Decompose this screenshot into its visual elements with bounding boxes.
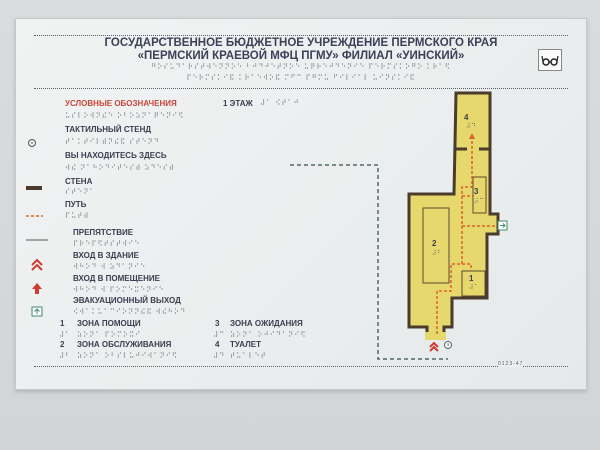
zone-3-braille: ⠵⠕⠝⠁ ⠕⠚⠊⠙⠁⠝⠊⠫ — [230, 332, 307, 339]
zone-1-num: 1 — [60, 319, 65, 328]
building-entrance-icon — [429, 341, 439, 352]
floor-braille: ⠼⠁ ⠪⠞⠁⠚ — [260, 100, 300, 107]
legend-label-path: ПУТЬ — [65, 200, 87, 209]
room-1-braille: ⠼⠁ — [469, 285, 480, 291]
building-entrance-icon — [31, 258, 43, 271]
divider — [34, 88, 568, 89]
room-4-number: 4 — [464, 113, 469, 122]
legend-braille: ⠏⠥⠞⠾ — [65, 213, 90, 220]
footer-code: 0123-47 — [498, 361, 524, 367]
zone-2-label: ЗОНА ОБСЛУЖИВАНИЯ — [77, 340, 172, 349]
zone-4-braille-num: ⠼⠙ — [213, 353, 226, 360]
room-2-number: 2 — [432, 239, 437, 248]
floor-label: 1 ЭТАЖ — [223, 99, 253, 108]
floor-plan — [407, 91, 508, 352]
legend-braille: ⠎⠞⠑⠝⠁ — [65, 189, 96, 196]
room-4-braille: ⠼⠙ — [466, 124, 477, 130]
room-entrance-icon — [32, 283, 42, 294]
legend-label-wall: СТЕНА — [65, 177, 93, 186]
zone-4-num: 4 — [215, 340, 220, 349]
zone-1-label: ЗОНА ПОМОЩИ — [77, 319, 141, 328]
zone-3-num: 3 — [215, 319, 220, 328]
zone-3-braille-num: ⠼⠉ — [213, 332, 226, 339]
legend-label-emergency-exit: ЭВАКУАЦИОННЫЙ ВЫХОД — [73, 296, 181, 305]
zone-4-braille: ⠞⠥⠁⠇⠑⠞ — [230, 353, 267, 360]
legend-braille: ⠞⠁⠅⠞⠊⠇⠾⠝⠮⠯ ⠎⠞⠑⠝⠙ — [65, 139, 160, 146]
emergency-exit-icon — [31, 306, 43, 317]
legend-braille: ⠺⠮ ⠝⠁⠓⠕⠙⠊⠞⠑⠎⠾ ⠵⠙⠑⠎⠾ — [65, 165, 176, 172]
zone-4-label: ТУАЛЕТ — [230, 340, 261, 349]
zone-1-braille-num: ⠼⠁ — [59, 332, 72, 339]
you-are-here-line — [290, 164, 448, 360]
building-outline — [407, 91, 500, 338]
legend-title: УСЛОВНЫЕ ОБОЗНАЧЕНИЯ — [65, 99, 177, 108]
tactile-floor-plan-sign: ГОСУДАРСТВЕННОЕ БЮДЖЕТНОЕ УЧРЕЖДЕНИЕ ПЕР… — [15, 18, 587, 390]
legend-label-obstacle: ПРЕПЯТСТВИЕ — [73, 228, 134, 237]
tactile-stand-icon — [28, 139, 36, 147]
glasses-icon — [538, 49, 562, 71]
route-path — [436, 141, 496, 334]
divider — [34, 35, 568, 36]
zone-3-label: ЗОНА ОЖИДАНИЯ — [230, 319, 303, 328]
legend-braille: ⠪⠺⠁⠅⠥⠁⠉⠊⠕⠝⠝⠮⠯ ⠺⠮⠓⠕⠙ — [73, 309, 187, 316]
room-3-number: 3 — [474, 187, 479, 196]
legend-label-room-entrance: ВХОД В ПОМЕЩЕНИЕ — [73, 274, 160, 283]
legend-label-tactile-stand: ТАКТИЛЬНЫЙ СТЕНД — [65, 125, 152, 134]
wall-icon — [26, 186, 42, 190]
legend-label-you-are-here: ВЫ НАХОДИТЕСЬ ЗДЕСЬ — [65, 151, 167, 160]
tactile-stand-icon — [444, 341, 452, 349]
room-3-braille: ⠼⠉ — [474, 199, 485, 205]
header-line-1: ГОСУДАРСТВЕННОЕ БЮДЖЕТНОЕ УЧРЕЖДЕНИЕ ПЕР… — [104, 37, 498, 49]
route-arrow-icon — [469, 133, 475, 139]
legend-braille: ⠏⠗⠑⠏⠫⠞⠎⠞⠺⠊⠑ — [73, 241, 141, 248]
zone-2-num: 2 — [60, 340, 65, 349]
divider — [34, 366, 568, 367]
entrance-opening — [425, 332, 446, 340]
legend-braille: ⠺⠓⠕⠙ ⠺ ⠏⠕⠍⠑⠭⠑⠝⠊⠑ — [73, 287, 165, 294]
legend-label-building-entrance: ВХОД В ЗДАНИЕ — [73, 251, 139, 260]
header-braille-2: ⠏⠑⠗⠍⠎⠅⠊⠯ ⠅⠗⠁⠑⠺⠕⠯ ⠍⠋⠉ ⠏⠛⠍⠥ ⠋⠊⠇⠊⠁⠇ ⠥⠊⠝⠎⠅⠊⠯ — [186, 75, 416, 82]
header-braille-1: ⠛⠕⠎⠥⠙⠁⠗⠎⠞⠺⠑⠝⠝⠕⠑ ⠃⠚⠙⠚⠑⠞⠝⠕⠑ ⠥⠟⠗⠑⠚⠙⠑⠝⠊⠑ ⠏⠑⠗… — [151, 64, 451, 71]
zone-2-braille-num: ⠼⠃ — [59, 353, 72, 360]
room-1-number: 1 — [469, 274, 474, 283]
zone-1-braille: ⠵⠕⠝⠁ ⠏⠕⠍⠕⠭⠊ — [77, 332, 142, 339]
legend-title-braille: ⠥⠎⠇⠕⠺⠝⠮⠑ ⠕⠃⠕⠵⠝⠁⠟⠑⠝⠊⠫ — [65, 113, 185, 120]
room-2-braille: ⠼⠃ — [432, 251, 443, 257]
legend-braille: ⠺⠓⠕⠙ ⠺ ⠵⠙⠁⠝⠊⠑ — [73, 264, 147, 271]
emergency-exit-icon — [497, 220, 508, 231]
header-line-2: «ПЕРМСКИЙ КРАЕВОЙ МФЦ ПГМУ» ФИЛИАЛ «УИНС… — [137, 50, 465, 62]
zone-2-braille: ⠵⠕⠝⠁ ⠕⠃⠎⠇⠥⠚⠊⠺⠁⠝⠊⠫ — [77, 353, 178, 360]
